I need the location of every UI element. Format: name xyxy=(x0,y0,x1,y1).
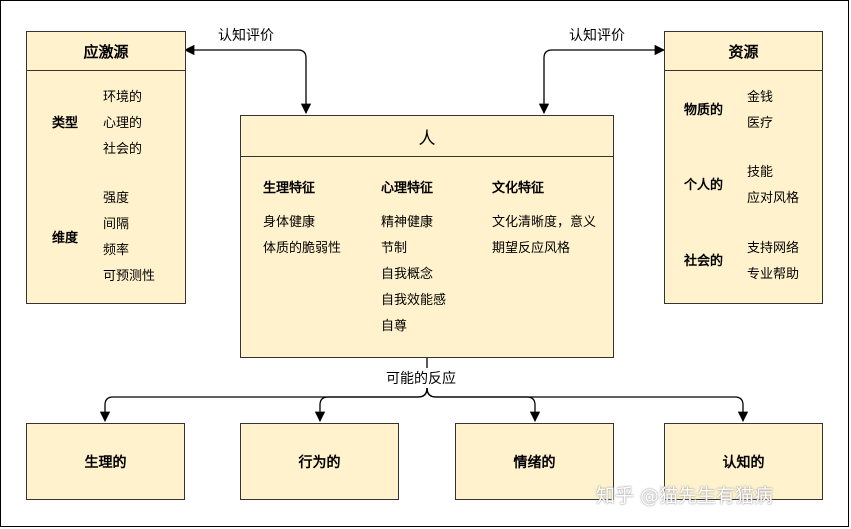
response-arrow-emotional xyxy=(426,387,541,423)
resources-social-item: 专业帮助 xyxy=(747,267,800,282)
response-cognitive-box: 认知的 xyxy=(664,423,823,500)
psych-trait-title: 心理特征 xyxy=(381,181,434,196)
response-arrow-cognitive xyxy=(426,387,749,423)
resources-social-item: 支持网络 xyxy=(747,241,800,256)
person-box: 人 生理特征 身体健康 体质的脆弱性 心理特征 精神健康 节制 自我概念 自我效… xyxy=(240,115,614,358)
stressor-type-label: 类型 xyxy=(52,116,79,131)
left-appraisal-arrow xyxy=(183,44,312,115)
response-arrow-behavioral xyxy=(314,387,428,423)
stressor-dimension-item: 频率 xyxy=(103,243,130,258)
resources-personal-item: 技能 xyxy=(747,165,774,180)
stressor-box: 应激源 类型 环境的 心理的 社会的 维度 强度 间隔 频率 可预测性 xyxy=(26,31,186,304)
physio-trait-item: 体质的脆弱性 xyxy=(263,241,342,256)
stressor-type-item: 环境的 xyxy=(103,90,143,105)
resources-personal-label: 个人的 xyxy=(684,178,724,193)
resources-box: 资源 物质的 金钱 医疗 个人的 技能 应对风格 社会的 支持网络 专业帮助 xyxy=(664,31,823,304)
resources-personal-item: 应对风格 xyxy=(747,191,800,206)
stressor-dimension-item: 可预测性 xyxy=(103,269,156,284)
psych-trait-item: 节制 xyxy=(381,241,408,256)
psych-trait-item: 精神健康 xyxy=(381,215,434,230)
resources-title: 资源 xyxy=(665,32,822,71)
physio-trait-title: 生理特征 xyxy=(263,181,316,196)
stressor-dimension-label: 维度 xyxy=(52,231,79,246)
stressor-dimension-item: 强度 xyxy=(103,191,130,206)
stressor-type-item: 社会的 xyxy=(103,142,143,157)
response-arrow-physiological xyxy=(99,358,428,423)
person-title: 人 xyxy=(241,116,613,157)
psych-trait-item: 自我效能感 xyxy=(381,293,447,308)
watermark: 知乎 @猫先生有猫病 xyxy=(596,485,774,507)
culture-trait-title: 文化特征 xyxy=(492,181,545,196)
resources-material-item: 金钱 xyxy=(747,90,774,105)
stressor-type-item: 心理的 xyxy=(103,116,143,131)
right-appraisal-label: 认知评价 xyxy=(569,25,625,45)
response-emotional-box: 情绪的 xyxy=(455,423,614,500)
left-appraisal-label: 认知评价 xyxy=(218,25,274,45)
culture-trait-item: 期望反应风格 xyxy=(492,241,571,256)
resources-social-label: 社会的 xyxy=(684,254,724,269)
physio-trait-item: 身体健康 xyxy=(263,215,316,230)
possible-response-label: 可能的反应 xyxy=(386,368,456,388)
stressor-title: 应激源 xyxy=(27,32,185,71)
psych-trait-item: 自尊 xyxy=(381,319,408,334)
response-behavioral-box: 行为的 xyxy=(240,423,399,500)
right-appraisal-arrow xyxy=(538,44,666,115)
culture-trait-item: 文化清晰度，意义 xyxy=(492,215,597,230)
stressor-dimension-item: 间隔 xyxy=(103,217,130,232)
resources-material-label: 物质的 xyxy=(684,103,724,118)
resources-material-item: 医疗 xyxy=(747,116,774,131)
psych-trait-item: 自我概念 xyxy=(381,267,434,282)
response-physiological-box: 生理的 xyxy=(26,423,185,500)
